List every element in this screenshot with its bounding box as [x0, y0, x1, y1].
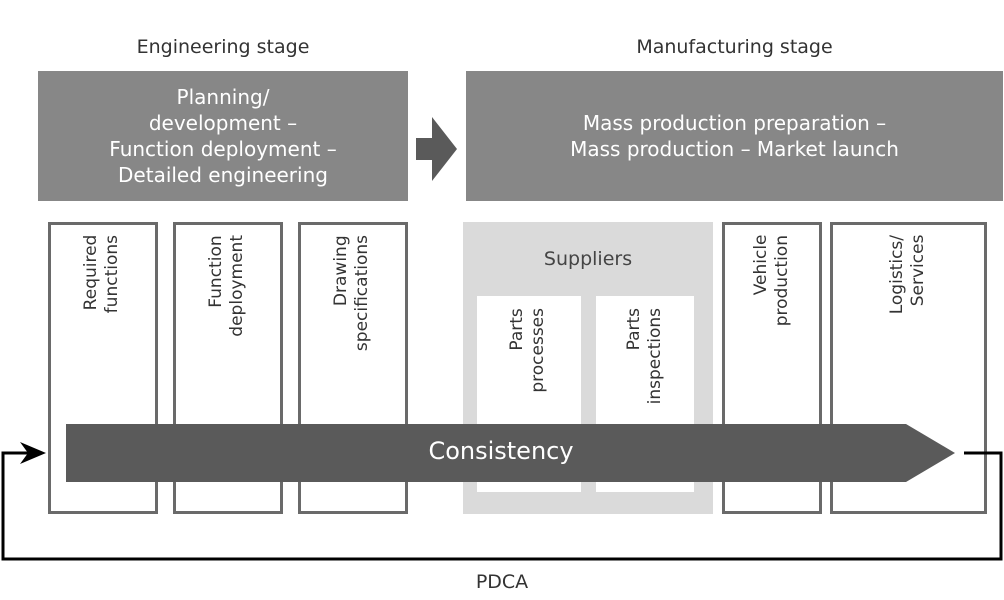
- column-vehicle-production: Vehicle production: [722, 222, 822, 514]
- column-logistics-services: Logistics/ Services: [830, 222, 987, 514]
- column-function-deployment: Function deployment: [173, 222, 283, 514]
- manufacturing-stage-title: Manufacturing stage: [636, 36, 833, 58]
- logistics-services-label: Logistics/ Services: [887, 235, 928, 315]
- drawing-specifications-label: Drawing specifications: [331, 235, 372, 352]
- engineering-stage-box: Planning/ development – Function deploym…: [38, 71, 408, 201]
- parts-inspections-label: Parts inspections: [624, 308, 665, 405]
- engineering-stage-title: Engineering stage: [136, 36, 310, 58]
- manufacturing-stage-box: Mass production preparation – Mass produ…: [466, 71, 1003, 201]
- vehicle-production-label: Vehicle production: [751, 235, 792, 327]
- consistency-label: Consistency: [428, 437, 574, 465]
- suppliers-title: Suppliers: [543, 248, 633, 270]
- pdca-label: PDCA: [475, 571, 529, 593]
- suppliers-group: Suppliers Parts processes Parts inspecti…: [463, 222, 713, 514]
- function-deployment-label: Function deployment: [206, 235, 247, 337]
- required-functions-label: Required functions: [81, 235, 122, 314]
- column-required-functions: Required functions: [48, 222, 158, 514]
- parts-processes-label: Parts processes: [507, 308, 548, 393]
- pdca-loop-arrowhead-icon: [20, 442, 46, 464]
- column-drawing-specifications: Drawing specifications: [298, 222, 408, 514]
